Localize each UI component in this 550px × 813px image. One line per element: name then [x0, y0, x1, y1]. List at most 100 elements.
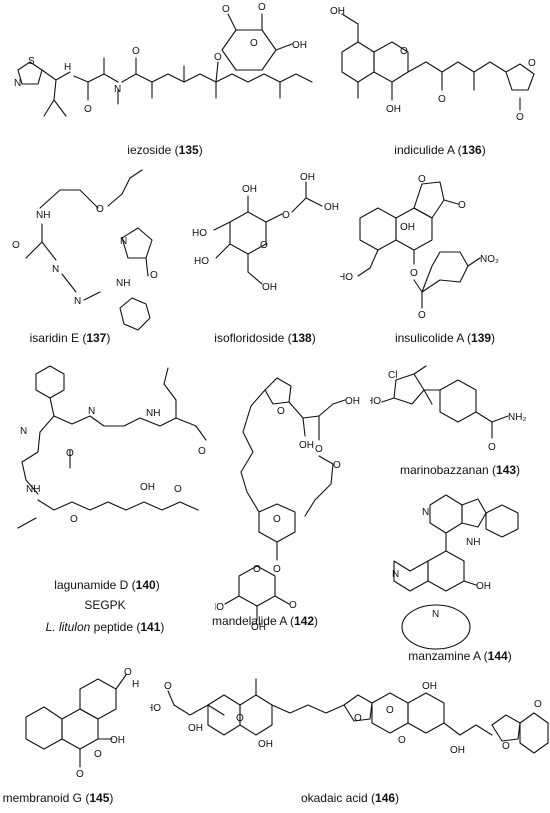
atom-label: O — [502, 741, 510, 752]
atom-label: O — [289, 600, 297, 611]
compound-caption: lagunamide D (140) — [54, 578, 160, 592]
atom-label: O — [84, 104, 92, 115]
atom-label: O — [528, 58, 536, 69]
atom-label: N — [392, 569, 399, 580]
isaridin-e-drawing: O NH O N N NH N O — [12, 169, 158, 331]
atom-label: O — [253, 564, 261, 575]
structure-mandelalide-a: O OH OH O O O O O HO OH O mandelalide A … — [211, 360, 370, 640]
atom-label: N — [114, 84, 121, 95]
atom-label: O — [260, 240, 268, 251]
iezoside-drawing: S N H O N O O O O O OH — [14, 2, 313, 117]
atom-label: NO₂ — [480, 254, 499, 265]
compound-caption: manzamine A (144) — [408, 649, 512, 663]
structure-isaridin-e: O NH O N N NH N O isaridin E (137) — [0, 168, 190, 348]
atom-label: OH — [330, 6, 345, 17]
atom-label: NH — [146, 408, 160, 419]
compound-caption: okadaic acid (146) — [300, 791, 400, 805]
compound-caption: insulicolide A (139) — [394, 331, 496, 345]
structure-membranoid-g: O H O OH O membranoid G (145) — [0, 665, 150, 813]
atom-label: O — [174, 484, 182, 495]
indiculide-a-drawing: OH O OH O O O — [330, 6, 536, 123]
atom-label: O — [400, 46, 408, 57]
atom-label: O — [282, 210, 290, 221]
atom-label: O — [386, 705, 394, 716]
compound-caption: indiculide A (136) — [394, 143, 486, 157]
atom-label: N — [52, 264, 59, 275]
atom-label: O — [70, 514, 78, 525]
atom-label: O — [164, 681, 172, 692]
atom-label: O — [534, 699, 542, 710]
peptide-caption: L. litulon peptide (141) — [45, 620, 165, 634]
atom-label: O — [258, 2, 266, 13]
atom-label: NH₂ — [508, 412, 526, 423]
structure-lagunamide-d: N NH O N NH O O OH O lagunamide D (140) — [0, 360, 215, 592]
atom-label: HO — [340, 272, 353, 283]
atom-label: N — [74, 296, 81, 307]
atom-label: O — [410, 268, 418, 279]
atom-label: O — [398, 735, 406, 746]
atom-label: N — [432, 609, 439, 620]
atom-label: HO — [215, 602, 224, 613]
atom-label: HO — [192, 228, 207, 239]
structure-okadaic-acid: O HO OH O OH O O OH O OH O O okadaic aci… — [150, 665, 550, 813]
atom-label: N — [422, 507, 429, 518]
atom-label: NH — [116, 278, 130, 289]
atom-label: NH — [26, 484, 40, 495]
isofloridoside-drawing: O O OH OH OH HO HO OH — [192, 172, 339, 293]
atom-label: N — [120, 236, 127, 247]
atom-label: Cl — [388, 370, 397, 381]
atom-label: O — [458, 200, 466, 211]
peptide-sequence: SEGPK — [84, 598, 126, 612]
atom-label: O — [315, 444, 323, 455]
atom-label: H — [132, 679, 139, 690]
atom-label: N — [20, 426, 27, 437]
atom-label: OH — [324, 202, 339, 213]
atom-label: OH — [300, 172, 315, 183]
atom-label: N — [88, 406, 95, 417]
compound-caption: mandelalide A (142) — [211, 614, 319, 628]
atom-label: O — [214, 52, 222, 63]
atom-label: NH — [36, 210, 50, 221]
atom-label: O — [12, 240, 20, 251]
atom-label: O — [132, 46, 140, 57]
structure-manzamine-a: N NH N OH N manzamine A (144) — [370, 485, 550, 665]
atom-label: OH — [476, 581, 491, 592]
okadaic-acid-drawing: O HO OH O OH O O OH O OH O O — [150, 678, 549, 756]
atom-label: OH — [242, 184, 257, 195]
atom-label: HO — [150, 703, 161, 714]
structure-insulicolide-a: O O OH HO O O NO₂ insulicolide A (139) — [340, 168, 550, 348]
structure-isofloridoside: O O OH OH OH HO HO OH isofloridoside (13… — [190, 168, 340, 348]
manzamine-a-drawing: N NH N OH N — [392, 494, 519, 650]
structure-marinobazzanan: Cl HO O NH₂ marinobazzanan (143) — [370, 360, 550, 485]
atom-label: O — [277, 406, 285, 417]
atom-label: N — [14, 78, 21, 89]
atom-label: O — [96, 204, 104, 215]
atom-label: O — [273, 564, 281, 575]
compound-caption: isofloridoside (138) — [214, 331, 316, 345]
atom-label: O — [222, 4, 230, 15]
compound-caption: isaridin E (137) — [29, 331, 111, 345]
atom-label: O — [438, 94, 446, 105]
atom-label: OH — [400, 222, 415, 233]
insulicolide-a-drawing: O O OH HO O O NO₂ — [340, 174, 499, 321]
marinobazzanan-drawing: Cl HO O NH₂ — [370, 365, 526, 453]
atom-label: NH — [466, 537, 480, 548]
atom-label: O — [124, 667, 132, 678]
atom-label: HO — [370, 396, 381, 407]
atom-label: O — [418, 174, 426, 185]
lagunamide-d-drawing: N NH O N NH O O OH O — [17, 365, 207, 529]
atom-label: O — [333, 460, 341, 471]
atom-label: O — [76, 769, 84, 780]
atom-label: O — [250, 38, 258, 49]
atom-label: O — [198, 446, 206, 457]
atom-label: O — [418, 310, 426, 321]
atom-label: OH — [386, 104, 401, 115]
mandelalide-a-drawing: O OH OH O O O O O HO OH O — [215, 377, 360, 633]
atom-label: H — [64, 62, 71, 73]
atom-label: O — [273, 514, 281, 525]
atom-label: OH — [258, 739, 273, 750]
atom-label: OH — [188, 723, 203, 734]
atom-label: O — [488, 442, 496, 453]
atom-label: OH — [140, 482, 155, 493]
atom-label: OH — [450, 745, 465, 756]
